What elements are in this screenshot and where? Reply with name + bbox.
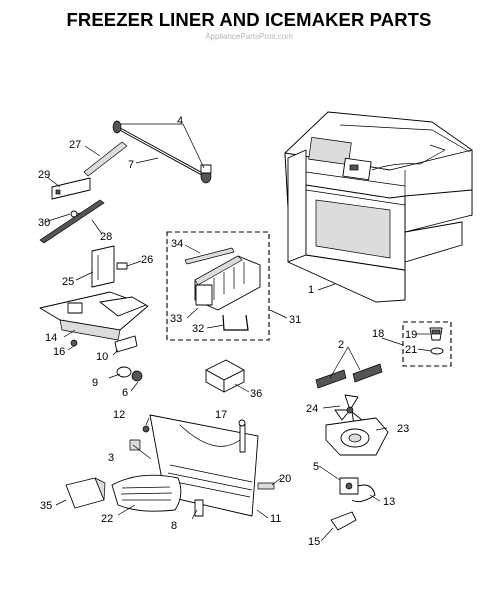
part-10 [114,335,138,353]
ring-21-part [430,347,444,355]
callout-35: 35 [40,500,52,512]
callout-27: 27 [69,139,81,151]
callout-32: 32 [192,323,204,335]
tray-36-part [205,359,245,393]
callout-29: 29 [38,169,50,181]
callout-1: 1 [308,284,314,296]
motor-5-part [339,477,376,503]
fan-shroud-23-part [325,417,389,456]
callout-26: 26 [141,254,153,266]
housing-35-part [65,477,106,509]
screw-16-part [70,339,78,347]
watermark-text: AppliancePartsPros.com [205,32,293,41]
callout-28: 28 [100,231,112,243]
arm-32-part [222,314,249,331]
icemaker-33-part [194,255,261,311]
callout-21: 21 [405,344,417,356]
callout-17: 17 [215,409,227,421]
damper-group-outline [402,321,452,367]
strip-20-part [257,482,275,490]
evaporator-cover-14-part [39,291,149,341]
strip-28-part [39,199,105,244]
callout-30: 30 [38,217,50,229]
callout-9: 9 [92,377,98,389]
callout-34: 34 [171,238,183,250]
callout-36: 36 [250,388,262,400]
callout-23: 23 [397,423,409,435]
gasket-2a-part [315,369,347,389]
callout-10: 10 [96,351,108,363]
callout-19: 19 [405,329,417,341]
bracket-25-part [91,245,128,288]
callout-labels: 1 2 3 4 5 6 7 8 9 10 11 12 13 14 15 16 1… [38,115,417,548]
callout-5: 5 [313,461,319,473]
callout-33: 33 [170,313,182,325]
icemaker-group-outline [166,231,270,341]
callout-24: 24 [306,403,318,415]
bracket-15-part [330,511,357,531]
callout-13: 13 [383,496,395,508]
callout-12: 12 [113,409,125,421]
callout-15: 15 [308,536,320,548]
gasket-2b-part [352,363,383,383]
freezer-liner-part [284,111,473,303]
grille-22-part [111,474,182,512]
callout-16: 16 [53,346,65,358]
bracket-27-part [83,141,128,177]
callout-22: 22 [101,513,113,525]
callout-25: 25 [62,276,74,288]
callout-31: 31 [289,314,301,326]
callout-3: 3 [108,452,114,464]
pin-17-part [238,419,246,453]
leader-lines [44,123,432,542]
callout-4: 4 [177,115,183,127]
callout-2: 2 [338,339,344,351]
callout-6: 6 [122,387,128,399]
callout-11: 11 [270,513,281,525]
callout-7: 7 [128,159,134,171]
screw-12-part [142,425,150,433]
callout-18: 18 [372,328,384,340]
part-8 [194,499,204,517]
callout-8: 8 [171,520,177,532]
clip-3-part [129,439,141,451]
diagram-title: FREEZER LINER AND ICEMAKER PARTS [66,9,432,30]
clip-29-part [51,177,91,200]
knob-9-part [116,366,143,382]
icemaker-34-part [184,247,235,265]
plug-19-part [429,327,443,341]
rod-assembly-part [112,120,212,184]
callout-20: 20 [279,473,291,485]
callout-14: 14 [45,332,57,344]
